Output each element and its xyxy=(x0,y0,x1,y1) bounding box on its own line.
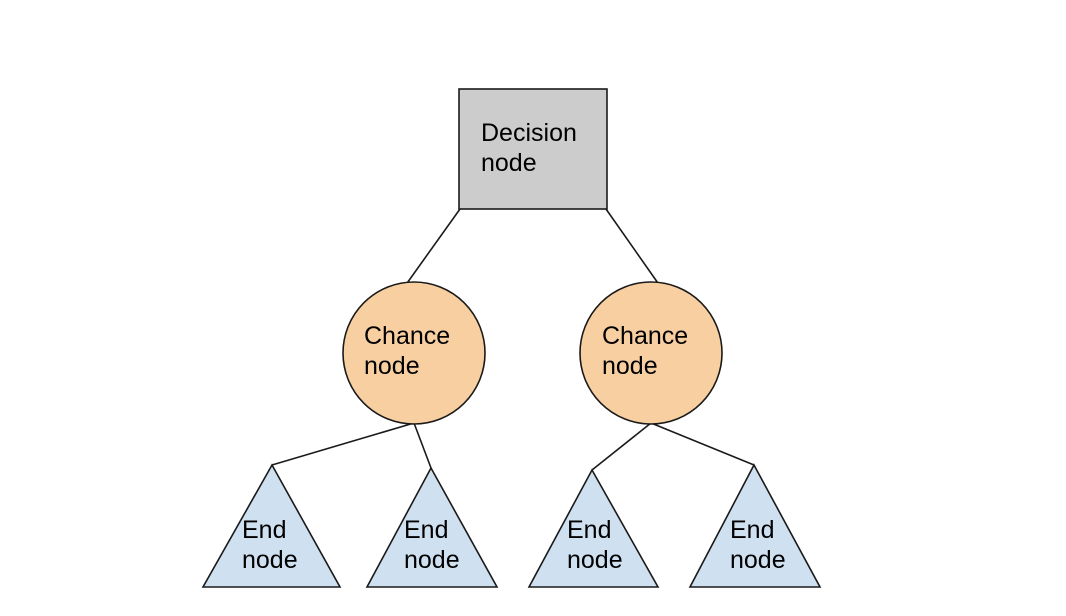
decision-node-shape[interactable] xyxy=(458,88,608,210)
chance-node-right-shape[interactable] xyxy=(579,281,723,425)
edge-chance-right-to-end-node-4 xyxy=(650,422,755,466)
chance-node-left-shape[interactable] xyxy=(342,281,486,425)
edge-chance-right-to-end-node-3 xyxy=(591,422,652,471)
edge-decision-to-chance-right xyxy=(605,208,661,287)
edge-chance-left-to-end-node-1 xyxy=(271,422,415,466)
end-node-1-shape[interactable] xyxy=(201,463,342,588)
edge-chance-left-to-end-node-2 xyxy=(413,422,432,469)
end-node-4-shape[interactable] xyxy=(688,463,822,588)
edge-decision-to-chance-left xyxy=(404,208,461,287)
end-node-3-shape[interactable] xyxy=(527,468,660,588)
end-node-2-shape[interactable] xyxy=(365,466,499,588)
